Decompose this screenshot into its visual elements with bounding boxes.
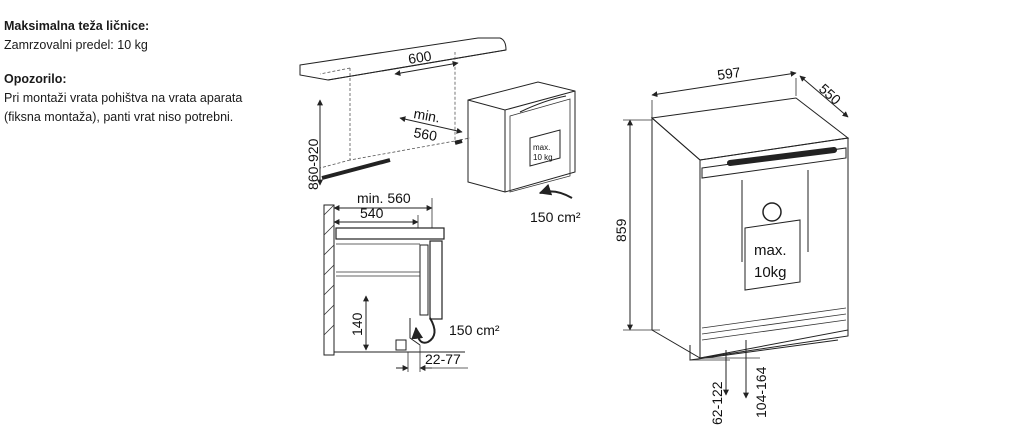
installation-notes: Maksimalna teža ličnice: Zamrzovalni pre…: [4, 17, 294, 127]
side-view: min. 560 540 140 150 cm² 22-77: [323, 190, 500, 372]
appliance-body: [467, 81, 576, 193]
door-rails: [741, 170, 809, 262]
hinge-bracket: [727, 147, 837, 166]
foot: [395, 339, 407, 351]
dim-front-depth-550: 550: [816, 80, 844, 108]
dim-foot-104-164: 104-164: [753, 366, 769, 418]
side-airflow-arrow-icon: [411, 317, 436, 344]
front-weight-label-2: 10kg: [754, 264, 787, 281]
niche-outline: [349, 52, 456, 161]
dim-width-600-line: [394, 60, 459, 77]
weight-label-2: 10 kg: [533, 153, 553, 162]
airflow-arrow-icon: [538, 183, 573, 199]
furniture-door-panel: [429, 240, 443, 320]
appliance-door-section: [419, 244, 429, 316]
cabinet-side: [651, 116, 701, 359]
dim-foot-62-122: 62-122: [709, 381, 725, 425]
dim-height-860-920: 860-920: [305, 138, 321, 190]
floor-rail: [321, 158, 391, 180]
max-weight-text: Zamrzovalni predel: 10 kg: [4, 38, 148, 52]
side-airflow-label: 150 cm²: [449, 322, 500, 338]
dim-min-depth-line: [399, 116, 463, 134]
dim-min-depth-2: 560: [412, 124, 438, 144]
warning-line-1: Pri montaži vrata pohištva na vrata apar…: [4, 91, 243, 105]
dim-front-height-859: 859: [613, 218, 629, 242]
warning-heading: Opozorilo:: [4, 72, 67, 86]
weight-icon: [529, 129, 561, 167]
front-weight-icon: [744, 219, 801, 291]
dim-side-depth: 540: [360, 205, 384, 221]
installation-view: 600 min. 560 860-920 max. 10 kg 150 cm²: [299, 37, 581, 225]
dim-front-width-597: 597: [716, 64, 742, 83]
plinth: [409, 318, 421, 346]
front-view: 597 550 859 max. 10kg 62-122 104-164: [613, 64, 850, 425]
wall: [323, 204, 335, 356]
appliance-door: [509, 98, 571, 193]
front-weight-label-1: max.: [754, 242, 787, 259]
cabinet-front: [699, 137, 849, 359]
max-weight-heading: Maksimalna teža ličnice:: [4, 19, 150, 33]
dim-front-depth-line: [799, 75, 849, 118]
dim-side-min-depth: min. 560: [357, 190, 411, 206]
worktop-section: [335, 227, 445, 240]
dim-min-depth-1: min.: [412, 105, 441, 125]
weight-label-1: max.: [533, 143, 550, 152]
warning-line-2: (fiksna montaža), panti vrat niso potreb…: [4, 110, 234, 124]
countertop: [299, 37, 507, 81]
dim-front-width-line: [651, 70, 797, 98]
dim-plinth-140: 140: [349, 312, 365, 336]
dim-gap-22-77: 22-77: [425, 351, 461, 367]
dim-width-600: 600: [407, 47, 433, 66]
door-handle: [519, 95, 567, 113]
airflow-label: 150 cm²: [530, 209, 581, 225]
plinth-grille: [701, 307, 847, 341]
